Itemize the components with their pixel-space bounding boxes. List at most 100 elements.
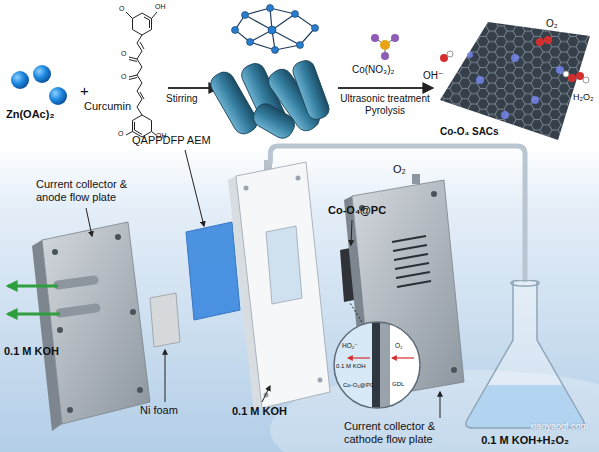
chamber-frame — [318, 378, 323, 383]
component-label: Current collector & anode flow plate — [36, 178, 136, 204]
curcumin-molecule — [126, 132, 133, 136]
flow-arrow — [392, 357, 414, 358]
species-label: O₂ — [393, 163, 406, 176]
chamber-frame — [296, 176, 301, 181]
graphene-sheet — [536, 38, 544, 46]
curcumin-molecule — [152, 12, 158, 19]
curcumin-molecule — [129, 78, 137, 80]
anode-plate — [130, 309, 136, 315]
zinc-spheres — [33, 65, 51, 83]
graphene-sheet — [476, 76, 484, 84]
graphene-sheet — [531, 96, 539, 104]
curcumin-molecule — [144, 17, 150, 28]
mof-rods — [250, 100, 298, 142]
flask-rim — [511, 280, 539, 286]
graphene-sheet — [501, 111, 509, 119]
graphene-sheet — [511, 54, 519, 62]
curcumin-molecule — [126, 12, 133, 19]
species-label: O₂ — [546, 18, 558, 30]
chamber-frame — [228, 160, 330, 412]
flask-glass — [466, 282, 584, 428]
graphene-sheet — [440, 22, 590, 140]
flow-arrow — [348, 357, 370, 358]
zinc-spheres — [49, 87, 67, 105]
anode-plate — [57, 327, 63, 333]
anode-plate — [115, 234, 121, 240]
mof-network — [297, 42, 304, 49]
plus-sign: + — [80, 82, 89, 100]
product-label: Co-O₄ SACs — [440, 126, 499, 138]
step-label: Stirring — [166, 93, 198, 105]
graphene-sheet — [467, 52, 564, 119]
mof-network — [232, 5, 319, 54]
mof-rods — [290, 58, 331, 122]
atom-label: O — [118, 130, 123, 138]
chamber-frame — [244, 186, 249, 191]
curcumin-molecule — [129, 60, 137, 62]
mof-rods — [207, 58, 331, 142]
inset-border — [334, 322, 420, 408]
species-label: HO₂⁻ — [342, 342, 358, 350]
anode-plate — [67, 407, 73, 413]
step-label: Ultrasonic treatment Pyrolysis — [333, 93, 437, 117]
mof-network — [292, 11, 299, 18]
graphene-sheet — [440, 22, 590, 140]
component-label: Ni foam — [140, 404, 178, 417]
cathode-plate — [397, 281, 431, 287]
electrolyte-label: 0.1 M KOH — [4, 345, 59, 358]
mof-network — [232, 5, 319, 54]
inset-layers — [332, 320, 422, 410]
mof-network — [267, 5, 274, 12]
curcumin-molecule — [133, 13, 152, 35]
component-label: 0.1 M KOH+H₂O₂ — [455, 434, 595, 447]
curcumin-molecule — [135, 122, 143, 135]
curcumin-molecule — [133, 115, 152, 137]
cobalt-nitrate-molecule — [381, 52, 389, 60]
leader-lines — [350, 303, 362, 322]
mof-network — [247, 39, 254, 46]
process-arrow — [168, 87, 218, 89]
anode-plate — [137, 387, 143, 393]
graphene-sheet — [583, 77, 589, 83]
nickel-foam — [150, 293, 180, 347]
atom-label: O — [121, 73, 126, 81]
mof-network — [272, 30, 300, 45]
leader-lines — [440, 392, 441, 418]
mof-network — [272, 47, 279, 54]
cobalt-nitrate-molecule — [371, 34, 379, 42]
curcumin-molecule — [137, 35, 142, 115]
chamber-node: 0.1 M KOH — [228, 162, 334, 420]
cobalt-nitrate-molecule — [391, 34, 399, 42]
mof-network — [232, 27, 239, 34]
mof-network — [235, 8, 315, 50]
graphene-sheet — [467, 52, 473, 58]
graphene-sheet — [440, 22, 590, 140]
process-arrow — [338, 87, 432, 89]
cobalt-nitrate-molecule — [371, 34, 399, 60]
cobalt-nitrate-molecule — [380, 40, 390, 50]
zinc-spheres — [11, 71, 29, 89]
anode-tubes — [60, 308, 96, 313]
cathode-plate — [412, 174, 420, 184]
graphene-sheet — [563, 71, 569, 77]
inset-layers — [332, 320, 422, 410]
leader-lines — [165, 350, 166, 402]
cathode-plate — [393, 245, 427, 251]
anode-plate — [52, 234, 143, 413]
anode-tubes — [8, 285, 58, 288]
species-label: O₂ — [395, 342, 403, 350]
component-label: Current collector & cathode flow plate — [344, 420, 454, 446]
curcumin-molecule — [140, 42, 144, 49]
atom-label: O — [119, 5, 124, 13]
atom-label: O — [121, 50, 126, 58]
layer-label: GDL — [392, 381, 404, 388]
leader-lines — [185, 150, 204, 226]
curcumin-molecule — [140, 92, 144, 99]
cathode-plate — [396, 272, 430, 278]
cathode-plate — [431, 191, 437, 197]
component-label: Co-O₄@PC — [328, 204, 386, 217]
inset-circle: HO₂⁻O₂0.1 M KOHCo-O₄@PCGDL — [332, 320, 422, 410]
reagent-label: Co(NO₃)₂ — [352, 64, 394, 76]
species-label: H₂O₂ — [573, 92, 594, 103]
